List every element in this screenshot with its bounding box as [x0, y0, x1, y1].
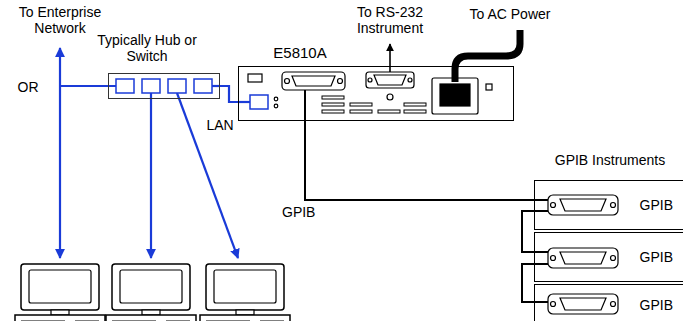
- power-cord: [455, 30, 520, 82]
- gpib-stubs: [534, 210, 548, 212]
- hub-ports: [116, 79, 134, 93]
- cable-label: GPIB: [282, 204, 315, 220]
- lan-wires: [150, 93, 152, 258]
- e5810a-panel: [440, 84, 470, 106]
- gpib-stubs: [534, 301, 548, 303]
- e5810a-panel: [387, 94, 393, 100]
- network-note: To Enterprise Network: [19, 4, 101, 36]
- computers: [106, 264, 196, 321]
- e5810a-panel: [248, 74, 262, 82]
- vent-slots: [378, 110, 400, 113]
- lan-wires: [238, 101, 250, 103]
- gpib-instrument: GPIB: [534, 232, 683, 282]
- lan-wires: [212, 85, 220, 87]
- e5810a-panel: [282, 72, 345, 90]
- power-note: To AC Power: [470, 6, 551, 22]
- gpib-connectors: [548, 248, 618, 268]
- e5810a-panel: [486, 84, 492, 90]
- instruments-heading: GPIB Instruments: [546, 152, 674, 168]
- gpib-connectors: [560, 199, 606, 211]
- box-heading: E5810A: [255, 44, 345, 61]
- vent-slots: [322, 96, 426, 113]
- gpib-connectors: [560, 298, 606, 310]
- e5810a-panel: [366, 72, 414, 88]
- e5810a-panel: [274, 104, 278, 108]
- hub-ports: [168, 79, 186, 93]
- e5810a-panel: [408, 78, 412, 82]
- e5810a-panel: [368, 78, 372, 82]
- vent-slots: [404, 103, 426, 106]
- e5810a-panel: [374, 75, 406, 85]
- rs232-note: To RS-232 Instrument: [330, 4, 450, 36]
- lan-cable: [220, 86, 238, 102]
- gpib-instrument: GPIB: [534, 284, 683, 321]
- gpib-cable: [305, 121, 534, 200]
- gpib-connectors: [551, 302, 556, 307]
- rs232-arrow: [389, 44, 391, 72]
- vent-slots: [350, 103, 372, 106]
- gpib-instrument: GPIB: [534, 180, 683, 230]
- e5810a-panel: [292, 76, 335, 86]
- lan-wires: [60, 48, 250, 258]
- gpib-connectors: [611, 203, 616, 208]
- lan-wires: [59, 48, 61, 86]
- computers: [200, 264, 290, 321]
- box-heading: Typically Hub or Switch: [87, 32, 207, 64]
- power-note: To AC Power: [464, 6, 556, 22]
- e5810a-panel: [432, 78, 478, 114]
- e5810a-panel: [274, 97, 278, 101]
- gpib-cable: [522, 211, 534, 252]
- gpib-connectors: [611, 256, 616, 261]
- gpib-cable: [522, 264, 534, 302]
- hub-box: Typically Hub or Switch: [108, 73, 220, 99]
- gpib-stubs: [534, 263, 548, 265]
- hub-ports: [142, 79, 160, 93]
- vent-slots: [322, 96, 344, 99]
- lan-label: LAN: [204, 117, 236, 133]
- e5810a-panel: [250, 95, 268, 109]
- gpib-stubs: [534, 251, 548, 253]
- or-note: OR: [12, 79, 44, 95]
- or-note: OR: [18, 79, 39, 95]
- lan-wires: [177, 93, 238, 258]
- instruments-heading: GPIB Instruments: [555, 152, 665, 168]
- e5810a-panel: [304, 90, 306, 120]
- vent-slots: [322, 103, 344, 106]
- network-note: To Enterprise Network: [5, 4, 115, 36]
- instrument-label: GPIB: [640, 249, 673, 265]
- gpib-connectors: [551, 256, 556, 261]
- gpib-stubs: [534, 200, 548, 302]
- gpib-connectors: [548, 294, 618, 314]
- instrument-label: GPIB: [640, 197, 673, 213]
- gpib-connectors: [551, 203, 556, 208]
- gpib-connectors: [611, 302, 616, 307]
- gpib-connectors: [548, 195, 618, 314]
- vent-slots: [322, 110, 344, 113]
- e5810a-box: E5810A: [238, 66, 514, 121]
- rs232-note: To RS-232 Instrument: [357, 4, 423, 36]
- hub-ports: [116, 79, 212, 93]
- vent-slots: [350, 110, 372, 113]
- gpib-connectors: [560, 252, 606, 264]
- lan-label: LAN: [206, 117, 233, 133]
- e5810a-panel: [285, 79, 290, 84]
- cable-label: GPIB: [280, 204, 317, 220]
- gpib-connectors: [548, 195, 618, 215]
- power-cord: [455, 30, 520, 82]
- hub-ports: [194, 79, 212, 93]
- instrument-label: GPIB: [640, 297, 673, 313]
- computers: [15, 264, 290, 321]
- rs232-arrow: [390, 44, 391, 72]
- computers: [15, 264, 105, 321]
- gpib-stubs: [534, 199, 548, 201]
- vent-slots: [404, 110, 426, 113]
- e5810a-panel: [338, 79, 343, 84]
- lan-wires: [59, 86, 61, 258]
